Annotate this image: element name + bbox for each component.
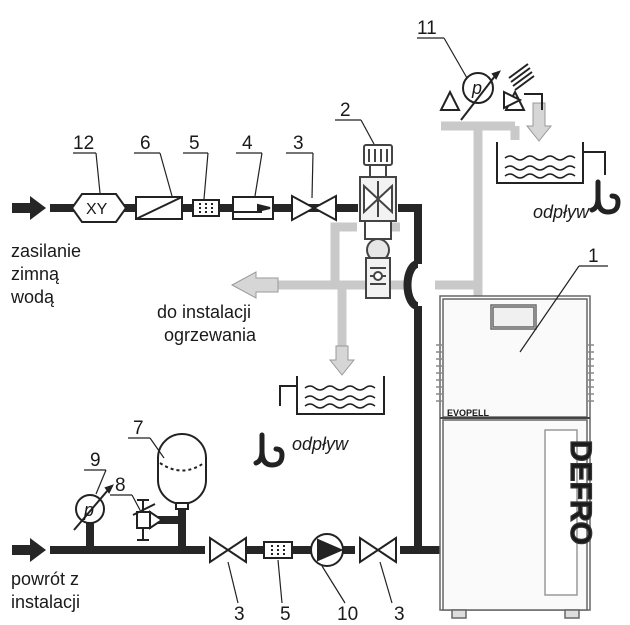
safety-group-icon: [439, 63, 543, 121]
grey-pipe-boiler-riser: [435, 126, 483, 290]
leader-lines: [73, 37, 608, 604]
label-12: 12: [73, 133, 94, 154]
supply-label-line-1: zasilanie: [11, 241, 81, 261]
xy-filter-text: XY: [86, 201, 108, 218]
pressure-symbol-upper: p: [471, 78, 482, 98]
crossover-arc: [403, 260, 419, 310]
grey-pipe-to-drain-upper: [473, 126, 520, 296]
label-6: 6: [140, 133, 151, 154]
drain-arrow-upper-icon: [525, 102, 553, 142]
drain-arrow-lower-icon: [328, 345, 356, 376]
return-label-line-1: powrót z: [11, 569, 79, 589]
supply-pipe-right: [398, 204, 422, 264]
check-valve-icon: [232, 196, 274, 220]
label-7: 7: [133, 418, 144, 439]
supply-label-line-3: wodą: [10, 287, 55, 307]
label-10: 10: [337, 604, 358, 625]
boiler-feed-pipe: [414, 306, 440, 554]
pressure-gauge-upper-icon: [462, 72, 494, 104]
to-heating-label-line-2: ogrzewania: [164, 325, 257, 345]
siphon-lower-icon: [253, 432, 285, 468]
shutoff-valve-supply-icon: [291, 194, 317, 222]
flow-arrows: [12, 102, 553, 562]
label-5-supply: 5: [189, 133, 200, 154]
supply-label-line-2: zimną: [11, 264, 60, 284]
to-heating-arrow-icon: [230, 271, 279, 299]
supply-components: [70, 193, 337, 223]
air-vent-icon: [439, 89, 461, 111]
label-9: 9: [90, 450, 101, 471]
label-3-return-left: 3: [234, 604, 245, 625]
label-8: 8: [115, 475, 126, 496]
label-5-return: 5: [280, 604, 291, 625]
return-label-line-2: instalacji: [11, 592, 80, 612]
boiler-vents: [436, 344, 594, 402]
label-4: 4: [242, 133, 253, 154]
spring-icon: [508, 63, 535, 91]
siphon-icons: [253, 179, 621, 468]
shutoff-valve-return-right-icon: [359, 536, 380, 564]
drain-label-lower: odpływ: [292, 434, 349, 454]
drain-tank-upper: [496, 142, 584, 184]
boiler-brand: EVOPELL: [447, 408, 490, 418]
label-1: 1: [588, 246, 599, 267]
grey-pipe-valve-left: [330, 222, 357, 285]
label-3-return-right: 3: [394, 604, 405, 625]
label-2: 2: [340, 100, 351, 121]
return-components: [73, 433, 397, 567]
boiler: [436, 295, 594, 619]
xy-filter-icon: [70, 193, 128, 223]
label-3-supply: 3: [293, 133, 304, 154]
to-heating-label-line-1: do instalacji: [157, 302, 251, 322]
boiler-maker-logo: DEFRO: [564, 440, 597, 545]
expansion-vessel-icon: [157, 433, 207, 505]
supply-arrow-icon: [12, 196, 46, 220]
safety-valve-return-icon: [136, 511, 151, 529]
drain-label-upper: odpływ: [533, 202, 590, 222]
drain-tank-lower: [296, 376, 385, 415]
return-arrow-icon: [12, 538, 46, 562]
label-11: 11: [417, 18, 437, 39]
shutoff-valve-return-left-icon: [209, 536, 230, 564]
drain-tanks: [279, 142, 606, 415]
thermostatic-valve-icon: [359, 144, 397, 299]
siphon-upper-icon: [589, 179, 621, 215]
boiler-handle: [544, 429, 578, 596]
pressure-symbol-return: p: [83, 500, 94, 520]
